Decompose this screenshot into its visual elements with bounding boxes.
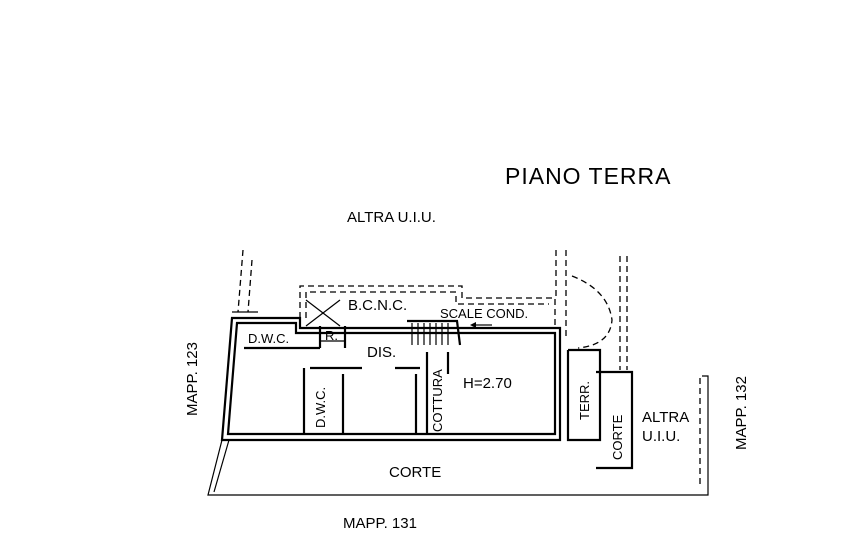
boundary-left-label: MAPP. 123 [184, 342, 201, 416]
room-height-label: H=2.70 [463, 375, 512, 392]
room-bcnc-label: B.C.N.C. [348, 297, 407, 314]
stair: SCALE COND. [407, 306, 528, 346]
room-altra-label-line1: ALTRA [642, 409, 689, 426]
room-cottura-label: COTTURA [430, 369, 445, 432]
left-neighbour-lines [232, 249, 258, 313]
bcnc-corridor: B.C.N.C. [299, 285, 556, 328]
room-altra-label-line2: U.I.U. [642, 428, 680, 445]
room-terr-label: TERR. [577, 381, 592, 420]
site-boundary [207, 375, 709, 496]
boundary-bottom-label: MAPP. 131 [343, 515, 417, 532]
room-corte-vertical-label: CORTE [610, 414, 625, 460]
apartment-walls [220, 316, 562, 442]
room-r-label: R. [325, 328, 338, 343]
right-neighbour-lines [555, 250, 628, 370]
interior-partitions [244, 326, 450, 434]
room-scale-cond-label: SCALE COND. [440, 306, 528, 321]
boundary-top-label: ALTRA U.I.U. [347, 209, 436, 226]
room-dwc-top-label: D.W.C. [248, 331, 289, 346]
room-corte-bottom-label: CORTE [389, 464, 441, 481]
room-dis-label: DIS. [367, 344, 396, 361]
terrace-block [566, 348, 634, 470]
drawing-title: PIANO TERRA [505, 163, 672, 189]
boundary-right-label: MAPP. 132 [733, 376, 750, 450]
room-dwc-vertical-label: D.W.C. [313, 387, 328, 428]
